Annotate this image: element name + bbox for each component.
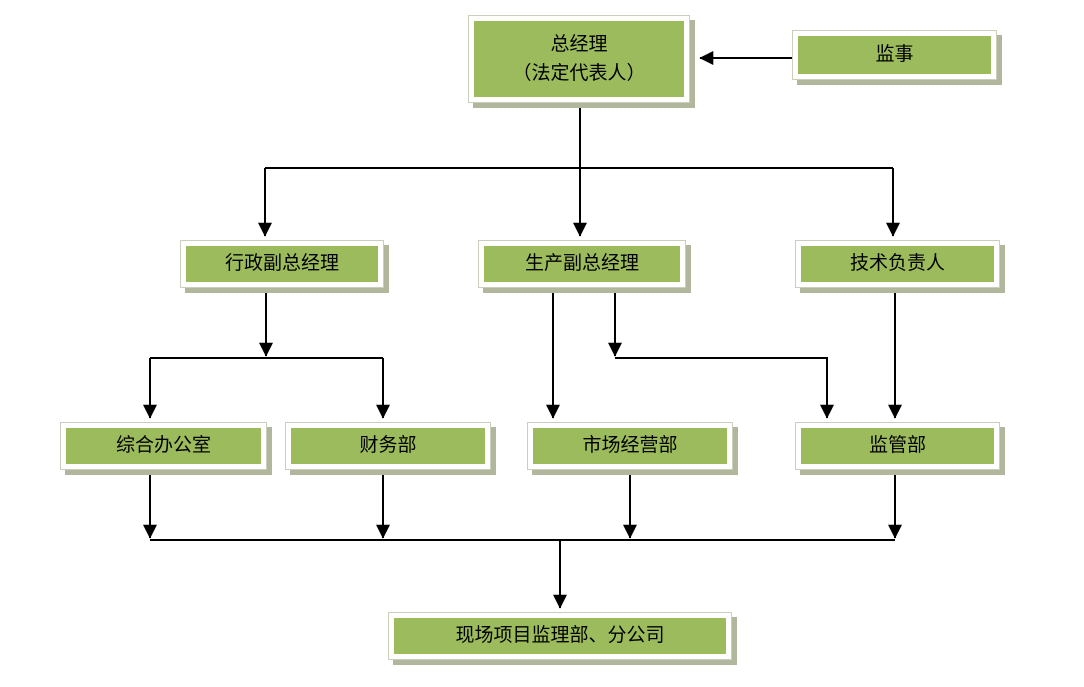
node-general-office: 综合办公室 — [60, 422, 267, 470]
node-technical-director: 技术负责人 — [795, 240, 1000, 288]
node-technical-director-label: 技术负责人 — [801, 246, 994, 282]
node-supervision-dept: 监管部 — [795, 422, 1000, 470]
node-site-supervision-branch-label: 现场项目监理部、分公司 — [394, 618, 726, 654]
node-general-manager: 总经理 （法定代表人） — [468, 15, 690, 103]
node-general-manager-label: 总经理 （法定代表人） — [474, 21, 684, 97]
node-production-vice-gm: 生产副总经理 — [478, 240, 686, 288]
node-production-vice-gm-label: 生产副总经理 — [484, 246, 680, 282]
gm-title: 总经理 — [550, 33, 608, 55]
gm-subtitle: （法定代表人） — [512, 63, 646, 84]
node-supervision-dept-label: 监管部 — [801, 428, 994, 464]
node-finance-dept-label: 财务部 — [291, 428, 485, 464]
node-finance-dept: 财务部 — [285, 422, 491, 470]
node-general-office-label: 综合办公室 — [66, 428, 261, 464]
connector-production-to-supervision — [615, 357, 834, 419]
node-admin-vice-gm-label: 行政副总经理 — [186, 246, 378, 282]
node-market-operations-dept-label: 市场经营部 — [533, 428, 727, 464]
node-supervisor: 监事 — [792, 30, 997, 80]
node-supervisor-label: 监事 — [798, 36, 991, 74]
node-admin-vice-gm: 行政副总经理 — [180, 240, 384, 288]
node-market-operations-dept: 市场经营部 — [527, 422, 733, 470]
node-site-supervision-branch: 现场项目监理部、分公司 — [388, 612, 732, 660]
